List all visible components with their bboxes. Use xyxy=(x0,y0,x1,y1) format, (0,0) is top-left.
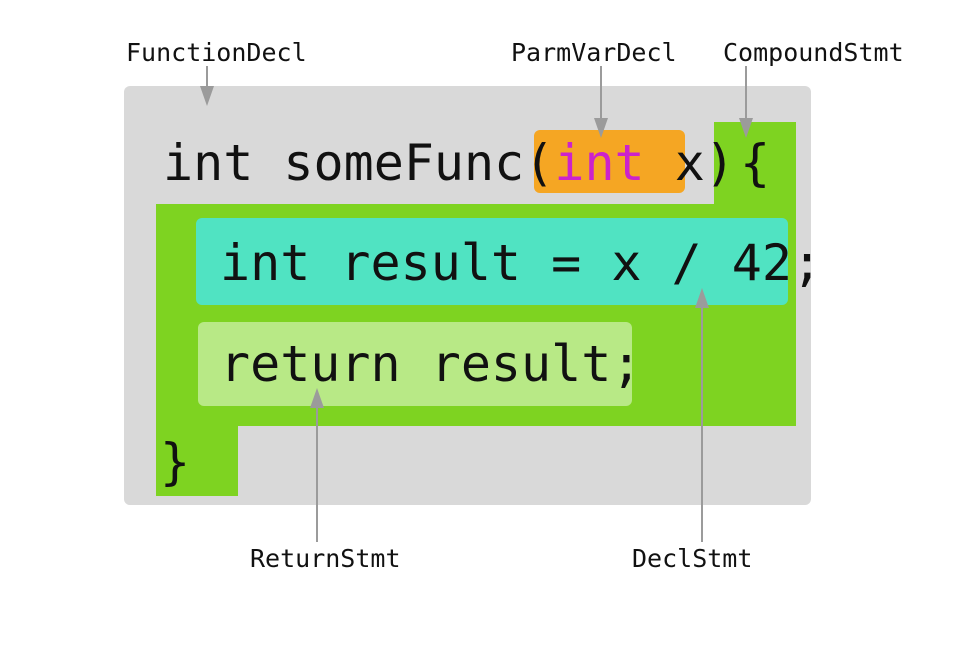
decl-stmt-block xyxy=(196,218,788,305)
close-brace: } xyxy=(160,433,191,491)
param-name: x xyxy=(644,134,705,192)
decl-line: int result = x / 42; xyxy=(220,234,823,292)
function-decl-label: FunctionDecl xyxy=(126,38,307,67)
return-stmt-arrow-head xyxy=(310,388,324,408)
compound-stmt-label: CompoundStmt xyxy=(723,38,904,67)
function-decl-arrow-head xyxy=(200,86,214,106)
parm-var-decl-label: ParmVarDecl xyxy=(511,38,677,67)
open-brace: { xyxy=(740,134,771,192)
function-signature: int someFunc(int x) xyxy=(163,138,735,188)
parm-var-decl-arrow-head xyxy=(594,118,608,138)
return-stmt-label: ReturnStmt xyxy=(250,544,401,573)
param-type: int xyxy=(554,134,645,192)
signature-prefix: int someFunc( xyxy=(163,134,555,192)
decl-stmt-arrow-head xyxy=(695,288,709,308)
signature-suffix: ) xyxy=(704,134,735,192)
return-line: return result; xyxy=(220,335,642,393)
parm-var-decl-block xyxy=(534,130,685,193)
return-stmt-block xyxy=(198,322,632,406)
decl-stmt-label: DeclStmt xyxy=(632,544,753,573)
compound-stmt-arrow-head xyxy=(739,118,753,138)
